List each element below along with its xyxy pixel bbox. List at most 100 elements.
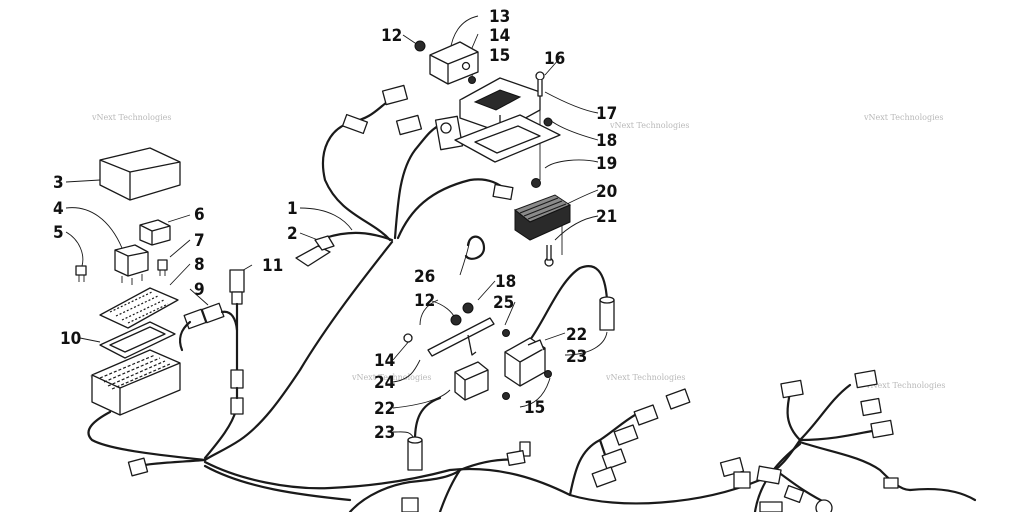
- part-connectors-right-middle: [591, 388, 691, 488]
- callout-12: 12: [381, 26, 402, 46]
- watermark: vNext Technologies: [605, 373, 685, 382]
- callout-15: 15: [489, 46, 510, 66]
- part-9-connector: [179, 302, 239, 352]
- harness-lower-branch-2: [438, 468, 462, 512]
- part-3-fuse-cover: [99, 147, 181, 201]
- part-12-nut: [450, 314, 462, 326]
- callout-4: 4: [53, 199, 64, 219]
- part-24-bracket: [427, 317, 495, 357]
- callout-26: 26: [414, 267, 435, 287]
- watermark: vNext Technologies: [865, 381, 945, 390]
- part-23-grommet: [407, 436, 423, 471]
- watermark: vNext Technologies: [863, 113, 943, 122]
- callout-7: 7: [194, 231, 205, 251]
- harness-sensor-loop: [528, 265, 609, 342]
- part-13-bracket: [429, 41, 479, 85]
- harness-branch-fusebox: [87, 410, 207, 462]
- callout-1: 1: [287, 199, 298, 219]
- part-7-fuse: [157, 259, 168, 276]
- harness-branch-connector: [138, 458, 207, 468]
- part-21-bolt: [544, 245, 554, 267]
- harness-branch-regulator: [396, 178, 512, 240]
- callout-21: 21: [596, 207, 617, 227]
- callout-12-second: 12: [414, 291, 435, 311]
- callout-20: 20: [596, 182, 617, 202]
- part-20-regulator: [492, 183, 572, 241]
- callout-14: 14: [489, 26, 510, 46]
- part-22-sensor-module: [504, 337, 546, 387]
- harness-right-lower-2: [908, 487, 977, 502]
- callout-5: 5: [53, 223, 64, 243]
- part-11-sensor: [229, 269, 245, 415]
- harness-lower-branch: [348, 468, 462, 512]
- part-23-grommet: [599, 296, 615, 331]
- callout-10: 10: [60, 329, 81, 349]
- watermark: vNext Technologies: [91, 113, 171, 122]
- harness-trunk: [203, 240, 394, 462]
- harness-lower-run: [203, 438, 802, 505]
- part-4-relay: [114, 244, 149, 285]
- callout-9: 9: [194, 280, 205, 300]
- part-15-screw: [468, 76, 476, 84]
- callout-16: 16: [544, 49, 565, 69]
- watermark: vNext Technologies: [351, 373, 431, 382]
- part-connectors-center: [401, 441, 531, 512]
- harness-branch-part2: [323, 231, 394, 242]
- callout-25: 25: [493, 293, 514, 313]
- part-8-fuse-label: [99, 287, 179, 329]
- part-19-nut: [531, 178, 541, 188]
- callout-23: 23: [566, 347, 587, 367]
- part-connector-upper-left: [341, 84, 423, 136]
- part-15-screw: [502, 392, 510, 400]
- harness-right-upper-2: [786, 388, 802, 442]
- callout-2: 2: [287, 224, 298, 244]
- part-14-washer: [461, 61, 471, 71]
- parts: [75, 40, 899, 512]
- callout-15-second: 15: [524, 398, 545, 418]
- part-17-bolt: [535, 71, 545, 97]
- part-16-control-module: [434, 77, 541, 151]
- callout-13: 13: [489, 7, 510, 27]
- part-25-screw: [502, 329, 510, 337]
- callout-11: 11: [262, 256, 283, 276]
- callout-14-second: 14: [374, 351, 395, 371]
- harness-right-lower: [798, 440, 912, 492]
- part-18-nut: [543, 117, 553, 127]
- harness-lower-run-2: [203, 464, 352, 502]
- callout-22-second: 22: [374, 399, 395, 419]
- callout-22: 22: [566, 325, 587, 345]
- part-22-sensor-module-lower: [454, 361, 489, 401]
- watermark: vNext Technologies: [609, 121, 689, 130]
- main-harness: [87, 98, 977, 512]
- part-18-nut: [462, 302, 474, 314]
- part-14-washer: [403, 333, 413, 343]
- harness-right-mid: [798, 428, 882, 442]
- callout-19: 19: [596, 154, 617, 174]
- callout-labels: 1 2 3 4 5 6 7 8 9 10 11 12 13 14 15 16 1…: [53, 7, 617, 443]
- callout-17: 17: [596, 104, 617, 124]
- harness-lower-sensor: [413, 396, 442, 442]
- callout-18-second: 18: [495, 272, 516, 292]
- part-6-relay: [139, 219, 171, 246]
- harness-branch-upper: [393, 123, 442, 240]
- part-26-clamp: [464, 235, 486, 260]
- harness-right-upper: [798, 383, 852, 442]
- callout-8: 8: [194, 255, 205, 275]
- leader-lines: [65, 15, 608, 441]
- part-12-nut: [414, 40, 426, 52]
- part-connectors-right: [719, 369, 899, 512]
- part-2-connector: [295, 235, 335, 267]
- callout-18: 18: [596, 131, 617, 151]
- callout-24: 24: [374, 373, 395, 393]
- callout-3: 3: [53, 173, 64, 193]
- callout-23-second: 23: [374, 423, 395, 443]
- part-mounting-plate: [454, 114, 561, 163]
- part-10-gasket: [99, 321, 176, 359]
- part-5-fuse: [75, 265, 87, 282]
- harness-branch-upper-left: [321, 98, 392, 242]
- callout-6: 6: [194, 205, 205, 225]
- part-15-screw: [544, 370, 552, 378]
- part-connector-left: [127, 457, 149, 477]
